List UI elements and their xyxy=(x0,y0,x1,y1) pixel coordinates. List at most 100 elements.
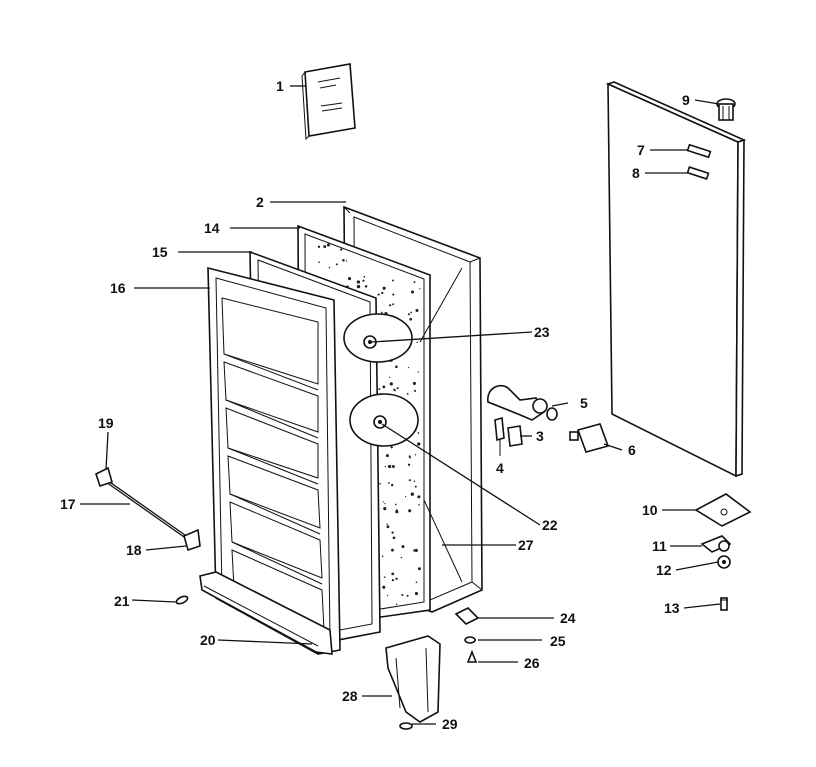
part-25-washer xyxy=(464,636,476,644)
speckle xyxy=(395,577,398,580)
label-16: 16 xyxy=(110,280,126,296)
speckle xyxy=(401,593,404,597)
speckle xyxy=(407,463,411,466)
part-1-manual xyxy=(301,63,356,141)
speckle xyxy=(392,303,395,306)
speckle xyxy=(356,280,361,284)
speckle xyxy=(406,393,409,395)
speckle xyxy=(318,261,320,264)
speckle xyxy=(386,525,390,529)
label-15: 15 xyxy=(152,244,168,260)
label-28: 28 xyxy=(342,688,358,704)
speckle xyxy=(384,502,386,505)
speckle xyxy=(392,536,396,540)
part-12-washer xyxy=(717,555,731,569)
speckle xyxy=(390,483,394,487)
speckle xyxy=(382,585,386,589)
part-10-hinge xyxy=(694,493,752,527)
label-13: 13 xyxy=(664,600,680,616)
outer-door xyxy=(605,81,747,478)
label-12: 12 xyxy=(656,562,672,578)
label-9: 9 xyxy=(682,92,690,108)
label-20: 20 xyxy=(200,632,216,648)
part-5-handle-bracket xyxy=(487,384,558,421)
speckle xyxy=(414,389,417,392)
speckle xyxy=(408,479,411,482)
speckle xyxy=(340,248,343,251)
speckle xyxy=(384,465,387,468)
part-19-bracket xyxy=(95,466,113,488)
speckle xyxy=(379,482,381,485)
speckle xyxy=(407,313,411,316)
callout-23-detail xyxy=(343,313,413,363)
speckle xyxy=(380,311,383,314)
label-14: 14 xyxy=(204,220,220,236)
speckle xyxy=(389,382,393,386)
speckle xyxy=(382,501,384,503)
speckle xyxy=(395,603,398,606)
speckle xyxy=(413,549,416,552)
speckle xyxy=(395,510,399,514)
speckle xyxy=(410,492,414,496)
part-11-bracket xyxy=(700,535,732,553)
label-27: 27 xyxy=(518,537,534,553)
speckle xyxy=(416,341,418,344)
speckle xyxy=(408,509,412,513)
callout-22-detail xyxy=(349,393,419,447)
speckle xyxy=(409,317,413,321)
liner-shelf-5 xyxy=(229,501,323,585)
part-17-rod xyxy=(103,477,195,545)
speckle xyxy=(391,572,395,576)
label-17: 17 xyxy=(60,496,76,512)
speckle xyxy=(387,464,392,469)
speckle xyxy=(417,495,421,499)
speckle xyxy=(362,280,364,282)
part-28-hinge-cover xyxy=(385,635,441,723)
speckle xyxy=(386,523,388,525)
liner-shelf-4 xyxy=(227,455,321,535)
speckle xyxy=(417,432,420,434)
speckle xyxy=(335,263,338,266)
part-8-tab xyxy=(686,166,710,180)
part-29-screw xyxy=(399,722,413,730)
speckle xyxy=(385,454,389,458)
speckle xyxy=(417,567,421,571)
speckle xyxy=(393,388,395,391)
speckle xyxy=(378,388,381,391)
speckle xyxy=(392,279,394,282)
speckle xyxy=(414,454,417,456)
label-19: 19 xyxy=(98,415,114,431)
part-7-tab xyxy=(686,143,712,159)
label-11: 11 xyxy=(652,538,667,554)
label-22: 22 xyxy=(542,517,558,533)
speckle xyxy=(391,579,394,582)
label-29: 29 xyxy=(442,716,458,732)
label-8: 8 xyxy=(632,165,640,181)
speckle xyxy=(414,548,418,553)
speckle xyxy=(415,308,419,313)
part-3-clip xyxy=(507,425,523,447)
part-13-screw xyxy=(720,597,728,611)
label-26: 26 xyxy=(524,655,540,671)
speckle xyxy=(345,260,348,262)
speckle xyxy=(407,366,410,369)
label-10: 10 xyxy=(642,502,658,518)
part-21-screw xyxy=(175,595,189,605)
label-24: 24 xyxy=(560,610,576,626)
speckle xyxy=(391,465,395,468)
speckle xyxy=(395,365,398,369)
speckle xyxy=(377,293,380,296)
speckle xyxy=(328,266,331,269)
label-5: 5 xyxy=(580,395,588,411)
speckle xyxy=(392,293,395,296)
speckle xyxy=(317,245,321,248)
speckle xyxy=(347,277,352,281)
speckle xyxy=(390,446,393,449)
speckle xyxy=(396,387,399,390)
speckle xyxy=(406,594,409,597)
label-4: 4 xyxy=(496,460,504,476)
label-6: 6 xyxy=(628,442,636,458)
label-21: 21 xyxy=(114,593,130,609)
speckle xyxy=(394,503,397,506)
